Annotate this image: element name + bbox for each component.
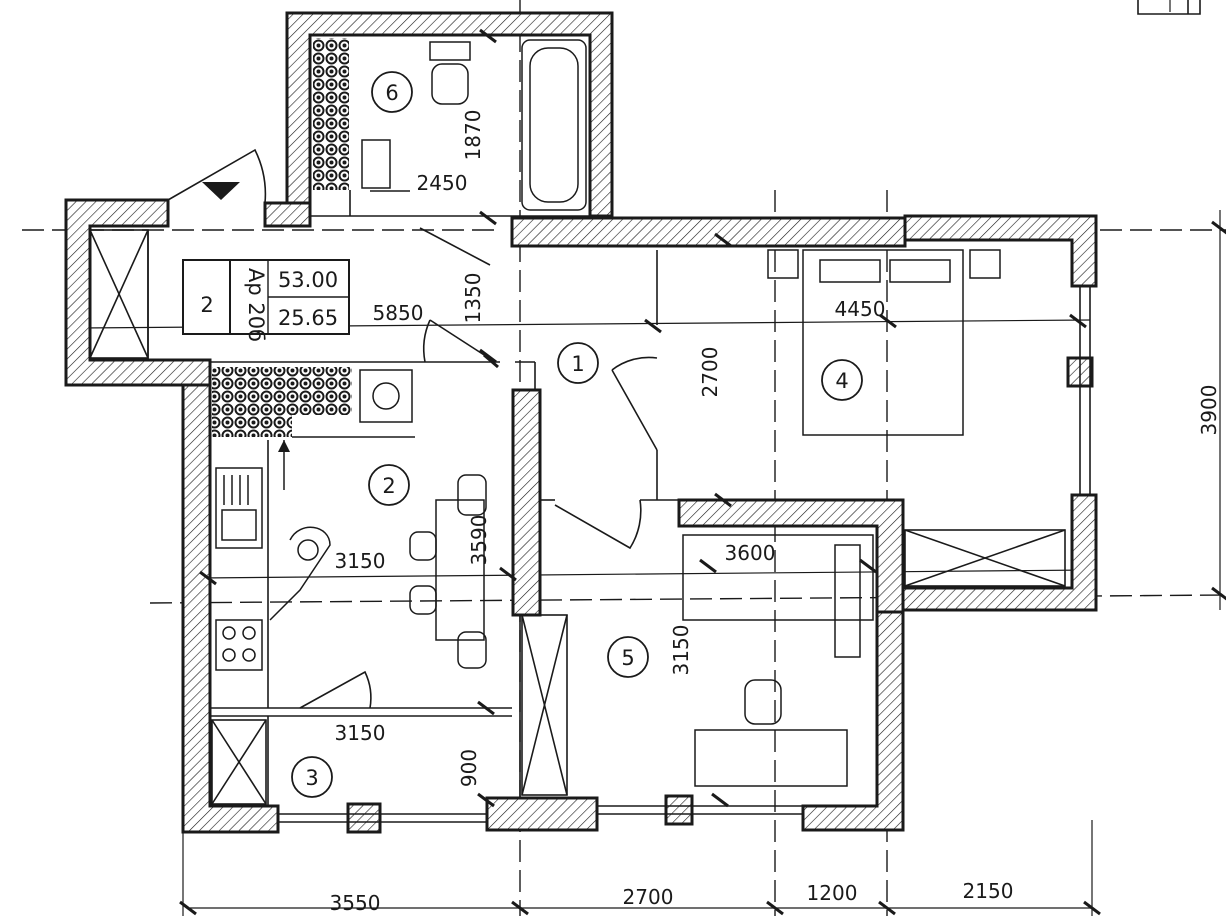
apartment-code: Ар 20б [244,268,268,342]
stove-icon [215,619,263,671]
room-2-number: 2 [382,474,395,498]
dim-bedroom-width: 4450 [835,297,886,321]
apartment-area-total: 53.00 [278,268,338,292]
room-4-number: 4 [835,369,848,393]
corner-fragment [1137,0,1201,15]
tiles [212,38,352,437]
kitchen-sink-icon [215,467,263,549]
dim-overall-height: 3900 [1197,385,1221,436]
doors [167,148,658,709]
room-labels: 6 1 2 4 5 3 [291,71,863,798]
apartment-area-living: 25.65 [278,306,338,330]
entrance-arrow-icon [202,182,240,200]
dim-bath-width: 2450 [417,171,468,195]
dim-balcony-width: 3150 [335,721,386,745]
partitions [89,190,1091,823]
chair-icon [744,679,782,725]
dim-bottom-2: 2700 [623,885,674,909]
dim-bottom-1: 3550 [330,891,381,915]
bathtub-icon [521,39,587,211]
washing-machine-icon [359,369,413,423]
dim-bedroom-height: 2700 [698,347,722,398]
dim-balcony-depth: 900 [457,749,481,787]
dim-kitchen-height: 3590 [467,515,491,566]
apartment-info-box: 2 Ар 20б 53.00 25.65 [182,259,350,342]
bed-icon [802,249,964,436]
dim-bottom-4: 2150 [963,879,1014,903]
dim-hall-length: 5850 [373,301,424,325]
wardrobe-icon [682,534,874,621]
dim-study-width: 3600 [725,541,776,565]
bath-sink-icon [361,139,391,189]
room-5-number: 5 [621,646,634,670]
dining-table-icon [435,499,485,641]
person-icon [269,526,331,621]
room-6-number: 6 [385,81,398,105]
dim-kitchen-width: 3150 [335,549,386,573]
dim-study-height: 3150 [669,625,693,676]
dim-bottom-3: 1200 [807,881,858,905]
dimension-ticks [179,28,1226,916]
toilet-icon [429,41,471,61]
room-3-number: 3 [305,766,318,790]
walls [64,11,1098,834]
room-1-number: 1 [571,352,584,376]
dim-bath-height: 1870 [461,110,485,161]
dimension-labels: 1870 2450 1350 5850 2700 4450 3900 3590 … [330,110,1221,915]
apartment-number: 2 [200,293,213,317]
desk-icon [694,729,848,787]
dim-hall-depth: 1350 [461,273,485,324]
fixtures [215,39,1001,787]
